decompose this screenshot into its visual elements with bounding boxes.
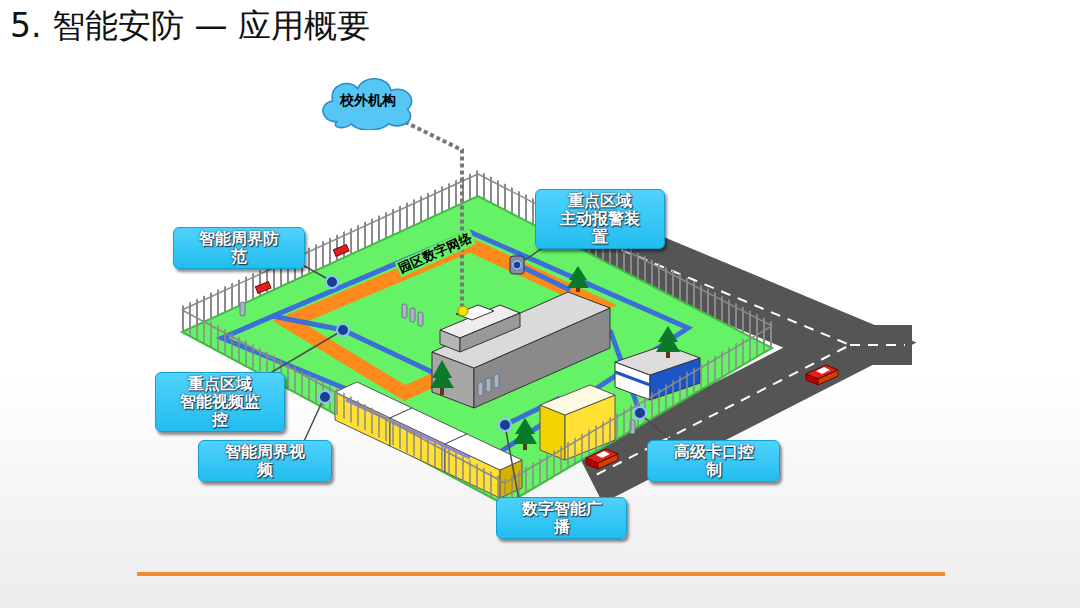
person bbox=[494, 374, 499, 388]
tree bbox=[430, 360, 454, 395]
callout-box: 重点区域 主动报警装 置 bbox=[535, 189, 665, 249]
building-roof bbox=[432, 292, 610, 368]
person bbox=[240, 302, 245, 316]
person bbox=[410, 308, 415, 322]
perimeter-camera bbox=[333, 245, 349, 257]
road-marking bbox=[850, 344, 905, 346]
device-dot bbox=[499, 419, 511, 431]
network-line bbox=[272, 316, 343, 330]
tree bbox=[513, 424, 537, 444]
person bbox=[402, 304, 407, 318]
callout-box: 高级卡口控 制 bbox=[647, 440, 780, 482]
person bbox=[486, 378, 491, 392]
car bbox=[586, 449, 618, 469]
campus-ground bbox=[182, 196, 772, 505]
car-window bbox=[816, 367, 830, 374]
car bbox=[586, 458, 598, 469]
callout-text: 高级卡口控 制 bbox=[671, 443, 757, 479]
car bbox=[806, 374, 818, 385]
tree bbox=[567, 266, 589, 292]
callout-box: 重点区域 智能视频监 控 bbox=[155, 372, 285, 432]
device-dot bbox=[634, 407, 646, 419]
leader-line bbox=[506, 431, 520, 505]
alarm-device bbox=[513, 261, 521, 269]
tree bbox=[656, 326, 680, 358]
tree bbox=[513, 418, 537, 450]
slide-title: 5. 智能安防 — 应用概要 bbox=[10, 2, 370, 50]
callout-text: 重点区域 智能视频监 控 bbox=[177, 375, 263, 429]
callout-box: 数字智能广 播 bbox=[496, 497, 627, 539]
cloud-node: 校外机构 bbox=[316, 72, 420, 130]
car-window bbox=[596, 451, 610, 458]
device-dot bbox=[319, 391, 331, 403]
fence-rail bbox=[478, 174, 772, 326]
network-line bbox=[518, 265, 570, 290]
person bbox=[418, 312, 423, 326]
yellow-block bbox=[540, 385, 615, 415]
alarm-device bbox=[510, 256, 524, 274]
external-link bbox=[405, 122, 462, 308]
callout-box: 智能周界防 范 bbox=[173, 227, 305, 269]
device-dot bbox=[337, 324, 349, 336]
callout-text: 智能周界防 范 bbox=[196, 230, 282, 266]
tree bbox=[656, 332, 680, 352]
tree bbox=[567, 271, 589, 288]
perimeter-camera bbox=[255, 282, 271, 294]
person bbox=[478, 382, 483, 396]
network-hub bbox=[458, 306, 468, 316]
callout-text: 智能周界视 频 bbox=[222, 443, 308, 479]
fence-rail bbox=[505, 326, 772, 483]
devices bbox=[319, 276, 646, 431]
road-branch bbox=[850, 325, 912, 365]
cloud-label: 校外机构 bbox=[340, 92, 396, 110]
car bbox=[806, 365, 838, 385]
network-line bbox=[343, 330, 432, 372]
gate-house bbox=[615, 372, 650, 385]
footer-rule bbox=[137, 572, 945, 576]
device-dot bbox=[326, 276, 338, 288]
tree bbox=[430, 368, 454, 388]
roof-tower bbox=[456, 305, 494, 320]
callout-text: 数字智能广 播 bbox=[519, 500, 605, 536]
people bbox=[240, 302, 635, 434]
building-upper bbox=[440, 330, 460, 352]
callout-text: 重点区域 主动报警装 置 bbox=[557, 192, 643, 246]
cloud-shape bbox=[323, 79, 412, 130]
callout-box: 智能周界视 频 bbox=[198, 440, 332, 482]
